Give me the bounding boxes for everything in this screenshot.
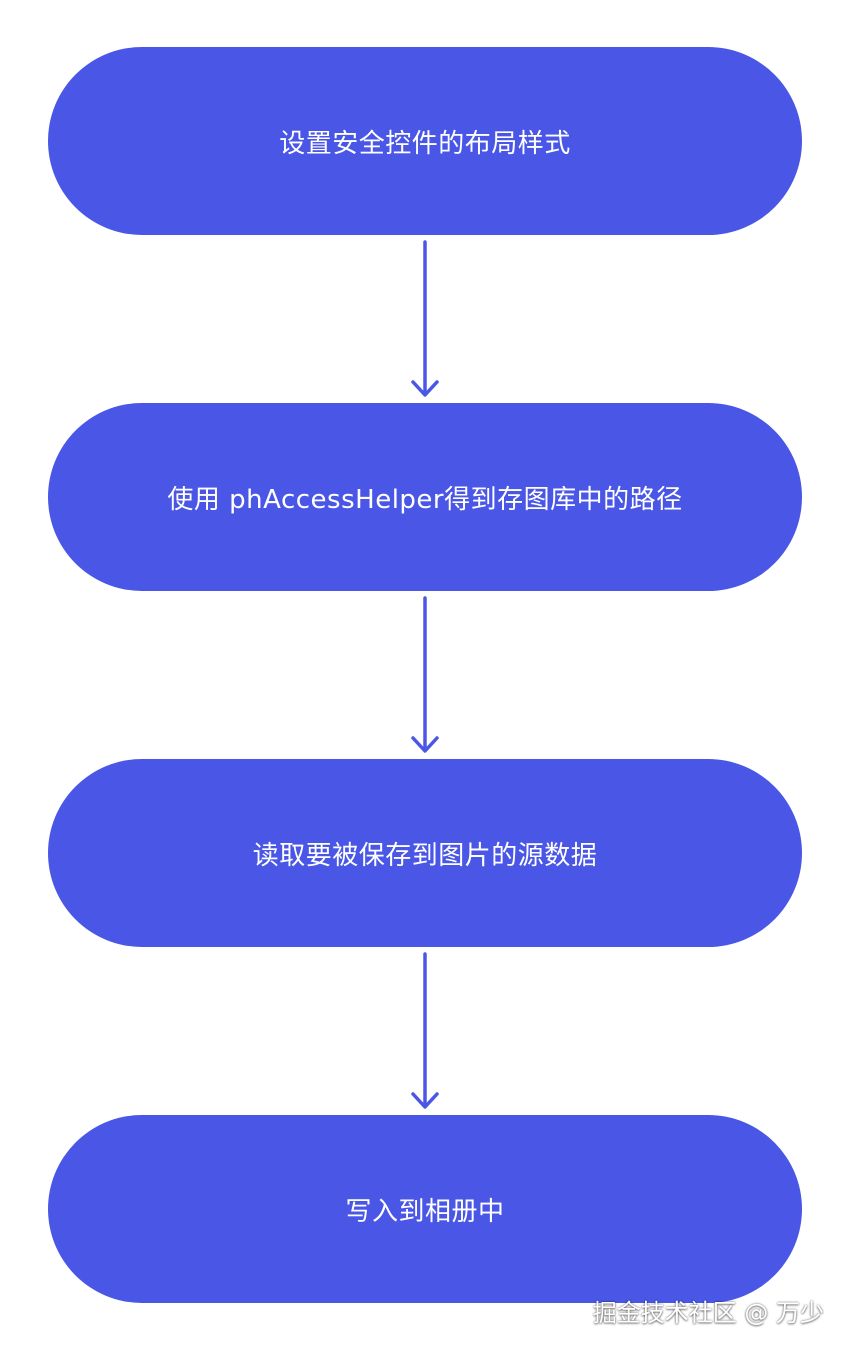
flow-step-4-label: 写入到相册中 <box>345 1196 505 1227</box>
flow-step-3-label: 读取要被保存到图片的源数据 <box>252 840 598 871</box>
flow-step-4: 写入到相册中 <box>48 1115 802 1303</box>
arrow-down-icon <box>411 596 439 753</box>
flow-step-2: 使用 phAccessHelper得到存图库中的路径 <box>48 403 802 591</box>
watermark: 掘金技术社区 @ 万少 <box>592 1299 824 1327</box>
flow-step-3: 读取要被保存到图片的源数据 <box>48 759 802 947</box>
flow-step-1: 设置安全控件的布局样式 <box>48 47 802 235</box>
arrow-down-icon <box>411 952 439 1109</box>
flow-step-2-label: 使用 phAccessHelper得到存图库中的路径 <box>167 484 683 515</box>
flow-step-1-label: 设置安全控件的布局样式 <box>279 128 571 159</box>
arrow-down-icon <box>411 240 439 397</box>
